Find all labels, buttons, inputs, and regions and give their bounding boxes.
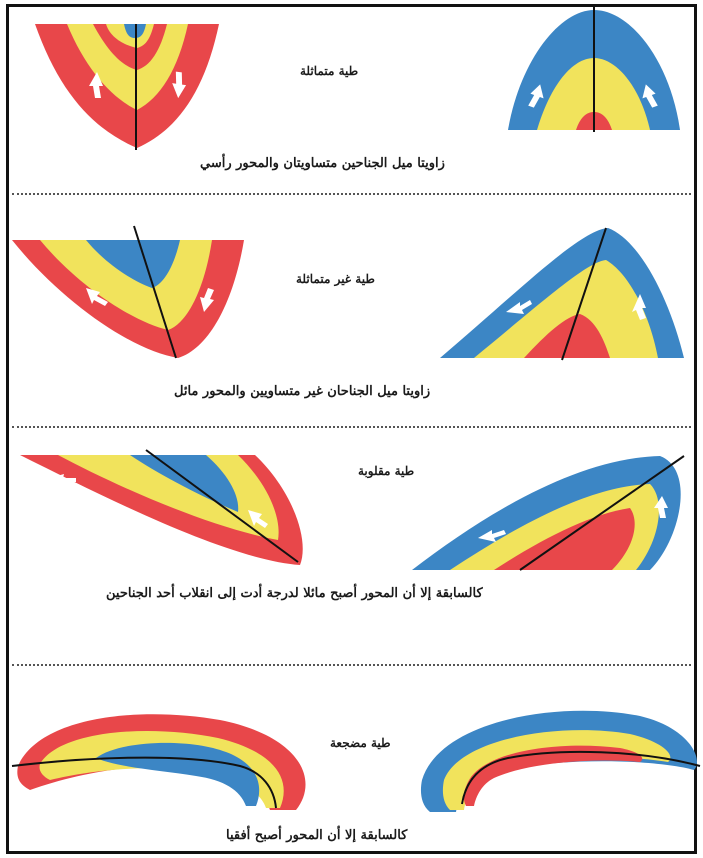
symmetric-syncline: [35, 24, 219, 150]
section-caption-overturned: كالسابقة إلا أن المحور أصبح مائلا لدرجة …: [106, 586, 483, 601]
section-title-overturned: طية مقلوبة: [358, 464, 414, 478]
section-title-recumbent: طية مضجعة: [330, 736, 391, 750]
recumbent-left: [12, 714, 306, 810]
section-caption-recumbent: كالسابقة إلا أن المحور أصبح أفقيا: [226, 828, 407, 843]
recumbent-right: [421, 711, 700, 812]
overturned-anticline: [412, 456, 684, 570]
section-title-symmetric: طية متماثلة: [300, 64, 358, 78]
section-title-asymmetric: طية غير متماثلة: [296, 272, 375, 286]
asymmetric-syncline: [12, 226, 244, 358]
symmetric-anticline: [508, 6, 680, 132]
section-caption-asymmetric: زاويتا ميل الجناحان غير متساويين والمحور…: [174, 384, 430, 399]
section-divider: [12, 426, 691, 428]
section-caption-symmetric: زاويتا ميل الجناحين متساويتان والمحور رأ…: [200, 156, 445, 171]
overturned-syncline: [20, 450, 303, 565]
asymmetric-anticline: [440, 228, 684, 360]
section-divider: [12, 193, 691, 195]
section-divider: [12, 664, 691, 666]
